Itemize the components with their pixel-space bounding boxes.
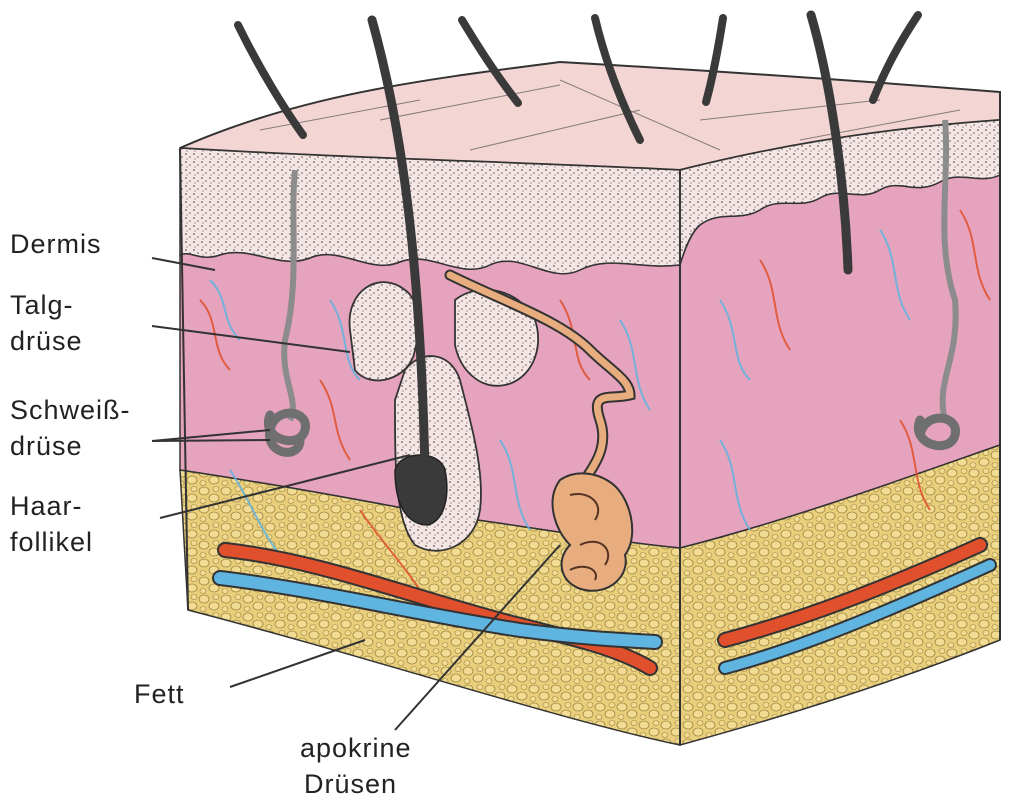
label-schweissdruese: Schweiß- drüse xyxy=(10,392,131,464)
label-talgdruese: Talg- drüse xyxy=(10,287,83,359)
label-apokrine-druesen: apokrine Drüsen xyxy=(300,730,412,802)
label-fett: Fett xyxy=(134,676,185,712)
label-dermis: Dermis xyxy=(10,226,102,262)
label-haarfollikel: Haar- follikel xyxy=(10,488,93,560)
apocrine-gland xyxy=(553,473,633,590)
leader-fett xyxy=(230,640,365,687)
